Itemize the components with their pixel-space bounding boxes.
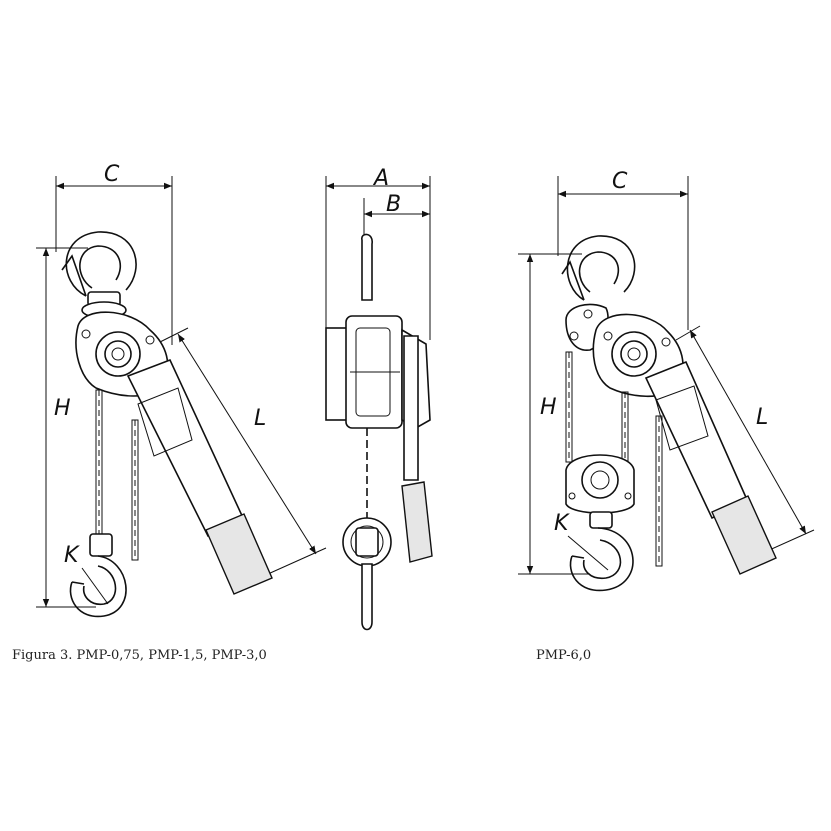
bottom-hook-left — [69, 533, 127, 618]
label-k-left: K — [64, 543, 80, 568]
load-chain-right — [565, 351, 663, 567]
dimension-a: A — [325, 166, 431, 340]
right-hoist-view: C H L K — [518, 169, 815, 592]
label-c-left: C — [104, 162, 120, 187]
label-b: B — [386, 192, 401, 217]
dimension-c-right: C — [557, 169, 689, 330]
dimension-h-right: H — [518, 253, 590, 575]
left-hoist-view: C H L K — [36, 162, 327, 618]
figure-caption-right: PMP-6,0 — [536, 648, 592, 663]
dimension-l-left: L — [159, 327, 327, 575]
label-h-left: H — [54, 396, 71, 421]
figure-caption-left: Figura 3. PMP-0,75, PMP-1,5, PMP-3,0 — [12, 648, 267, 663]
dimension-c-left: C — [55, 162, 173, 345]
dimension-b: B — [363, 192, 430, 240]
top-hook-left — [61, 231, 137, 319]
bottom-hook-right — [569, 511, 634, 592]
side-hoist-view: A B — [325, 166, 433, 631]
dimension-k-right: K — [554, 511, 609, 571]
label-l-right: L — [756, 405, 768, 430]
label-l-left: L — [254, 406, 266, 431]
lower-block-right — [565, 454, 635, 514]
label-c-right: C — [612, 169, 628, 194]
label-k-right: K — [554, 511, 570, 536]
label-h-right: H — [540, 395, 557, 420]
label-a: A — [372, 166, 389, 191]
top-hook-right — [561, 235, 636, 301]
lever-arm-left — [126, 358, 273, 595]
lever-arm-right — [644, 360, 777, 575]
dimension-k-left: K — [64, 543, 109, 605]
dimension-h-left: H — [36, 247, 96, 608]
